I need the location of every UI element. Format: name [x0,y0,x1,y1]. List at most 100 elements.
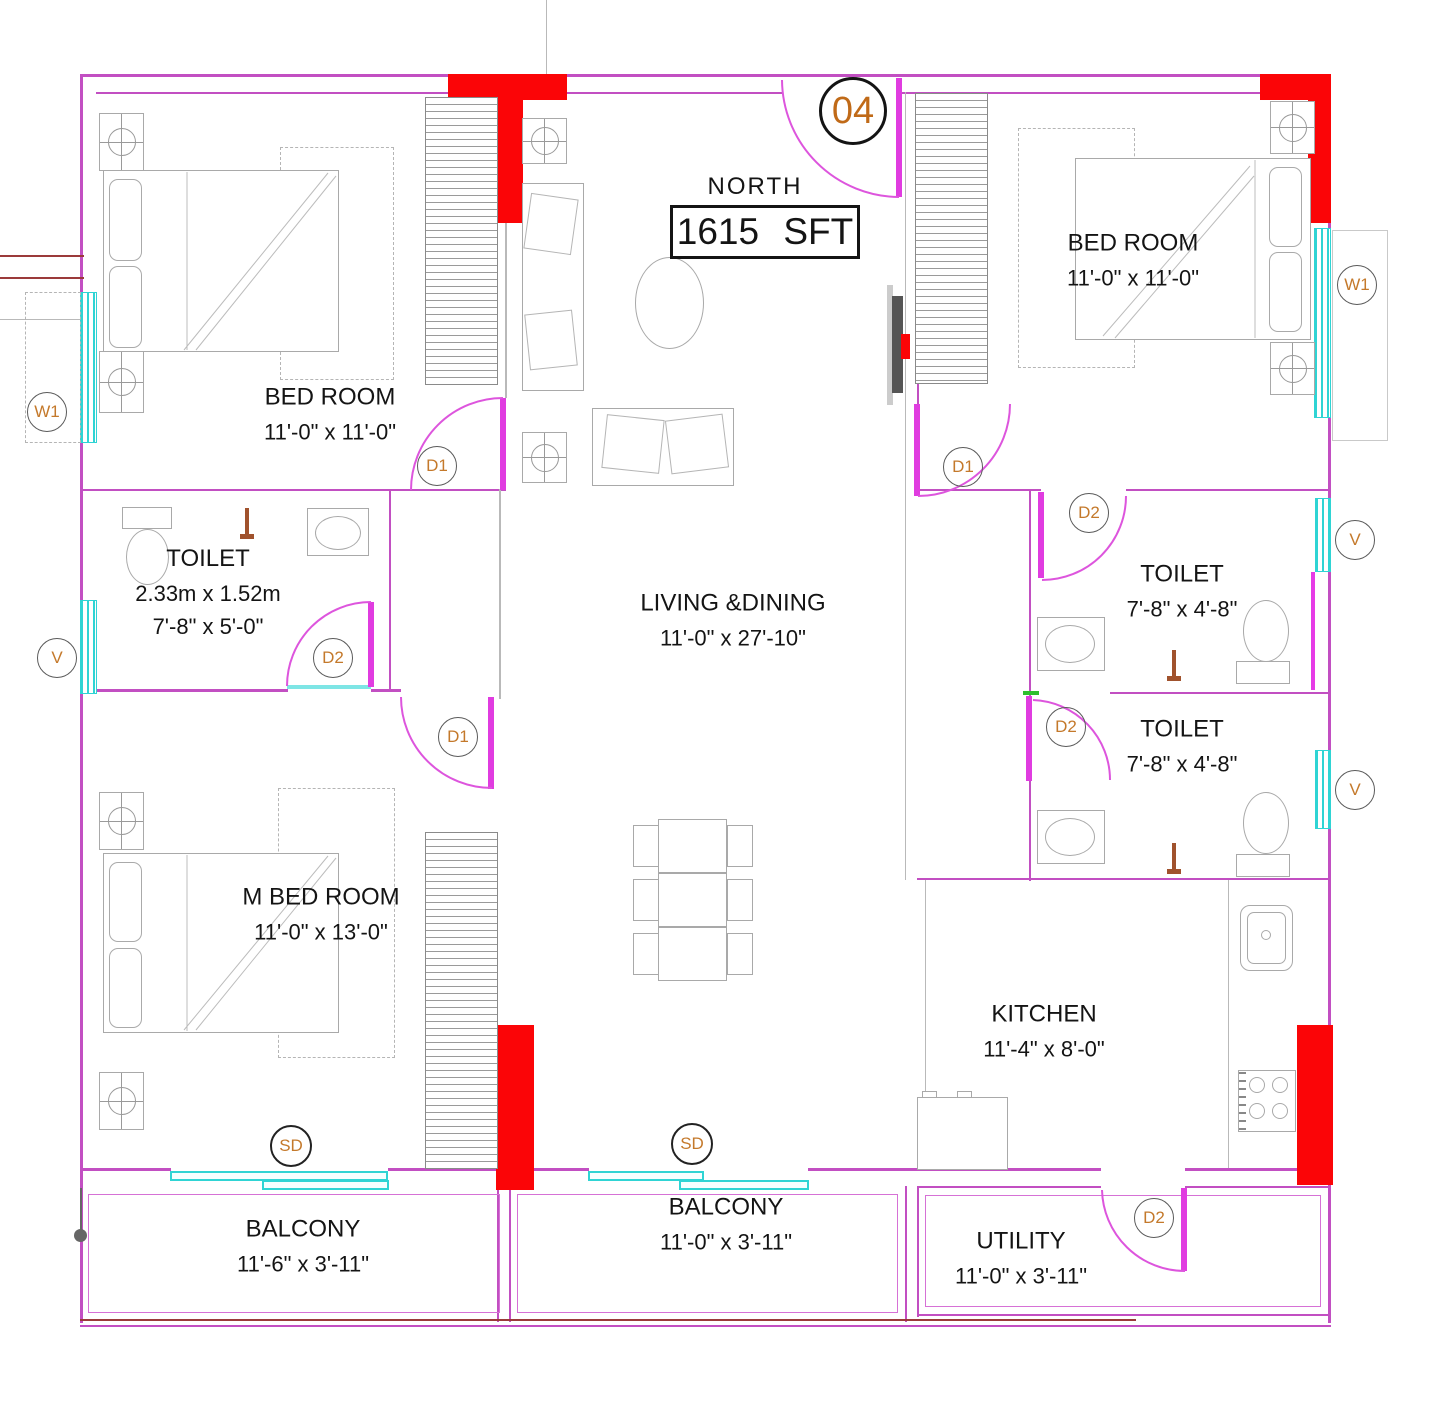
wall-bottom-a [80,1168,171,1171]
room-label-toilet-left: TOILET 2.33m x 1.52m 7'-8" x 5'-0" [135,541,281,643]
side-table [522,118,567,164]
dining-table-segment [658,819,727,873]
column-bottom-right [1297,1025,1333,1185]
column-top-center-stem [497,100,523,223]
side-table [522,432,567,483]
wall-bottom-c [808,1168,936,1171]
unit-number-badge: 04 [819,77,887,145]
room-name: KITCHEN [991,1000,1097,1028]
wall-right-outer [1328,74,1331,1323]
wc-tank [1236,661,1290,684]
sofa-cushion [664,413,730,475]
door-tag-sd-balcony-left: SD [270,1125,312,1167]
stove-burner [1249,1077,1265,1093]
nightstand [99,792,144,850]
neighbor-wall-line-b [0,277,84,279]
room-label-bedroom-top-right: BED ROOM 11'-0" x 11'-0" [1067,226,1199,295]
room-name: TOILET [1140,560,1224,588]
nightstand [99,113,144,171]
wc-tank [1236,854,1290,877]
survey-pin-line [80,1188,82,1237]
wall-balcony2-right [905,1186,907,1322]
neighbor-line [0,319,80,320]
lamp-icon [107,128,136,156]
wall-utility-top-a [917,1186,1101,1188]
sink-drain [1261,930,1271,940]
door-leaf-toilet-r2 [1026,696,1032,781]
room-name: UTILITY [976,1227,1066,1255]
lamp-icon [107,368,136,396]
lamp-icon [1278,354,1307,383]
nightstand [1270,101,1315,154]
dining-chair [727,879,753,921]
coffee-table-oval [635,257,704,349]
reference-line-top [546,0,547,74]
sofa-cushion [523,192,579,256]
wall-toilet-left-bottom-a [80,689,288,692]
projection-left [25,292,81,443]
sofa-cushion [601,414,665,474]
lamp-icon [530,443,559,472]
shower-icon [245,508,249,536]
vent-tag-v-right-lower: V [1335,770,1375,810]
door-leaf-utility [1181,1188,1187,1271]
room-name: TOILET [166,545,250,572]
room-dims-metric: 2.33m x 1.52m [135,581,281,606]
wall-bottom-b [388,1168,589,1171]
wc-tank [122,507,172,529]
window-w1-left [80,292,97,443]
balcony-edge-line [80,1319,1136,1321]
vent-v-right-lower [1315,750,1331,829]
wall-top-outer [80,74,1331,77]
wall-toilets-left [1029,489,1031,881]
wall-toilet1-accent [1311,572,1315,690]
room-label-living-dining: LIVING &DINING 11'-0" x 27'-10" [640,586,825,655]
plot-bottom-line [80,1325,1331,1327]
wall-utility-left [917,1187,919,1317]
column-top-right-bar [1260,74,1331,100]
shower-icon [1172,650,1176,678]
nightstand [99,351,144,413]
sliding-door-center-panel1 [588,1171,704,1181]
room-name: BALCONY [245,1215,361,1243]
wall-kitchen-bottom-a [935,1168,1101,1171]
wall-toilets-top-a [917,489,1041,491]
wall-balcony-divider-b [509,1187,511,1322]
area-box: 1615 SFT [670,205,860,259]
pillow [109,179,142,261]
lamp-icon [1278,113,1307,142]
door-tag-d2-utility: D2 [1134,1198,1174,1238]
wall-left-outer [80,74,83,1323]
dining-chair [727,933,753,975]
door-leaf-master [488,697,494,789]
shower-base [1167,676,1181,681]
room-label-toilet-right-lower: TOILET 7'-8" x 4'-8" [1127,712,1238,781]
shower-base [1167,869,1181,874]
tv-unit [887,285,893,405]
room-dims: 11'-0" x 11'-0" [1066,265,1200,291]
dining-table-segment [658,927,727,981]
wall-kitchen-top [917,878,1331,880]
wc-bowl [126,529,169,585]
wall-toilet-left-right [389,489,391,692]
north-label: NORTH [707,173,803,200]
room-dims: 11'-0" x 3'-11" [954,1263,1088,1289]
door-tag-d1-bedroom2: D1 [943,447,983,487]
wall-toilet-left-bottom-b [371,689,401,692]
vent-tag-v-left: V [37,638,77,678]
door-leaf-bedroom1 [500,398,506,490]
wall-balcony-divider-a [497,1187,499,1322]
tv-accent [901,334,910,359]
wall-utility-bottom [917,1314,1331,1316]
washbasin-bowl [1045,818,1095,856]
room-dims: 7'-8" x 4'-8" [1126,596,1238,622]
survey-pin-dot [74,1229,87,1242]
stove-burner [1272,1077,1288,1093]
room-label-master-bedroom: M BED ROOM 11'-0" x 13'-0" [242,880,399,949]
refrigerator [917,1097,1008,1170]
dining-chair [633,933,659,975]
tv-panel [892,296,903,393]
wall-top-inner-right [899,92,1316,94]
room-dims: 11'-6" x 3'-11" [236,1251,370,1277]
door-tag-sd-balcony-center: SD [671,1123,713,1165]
